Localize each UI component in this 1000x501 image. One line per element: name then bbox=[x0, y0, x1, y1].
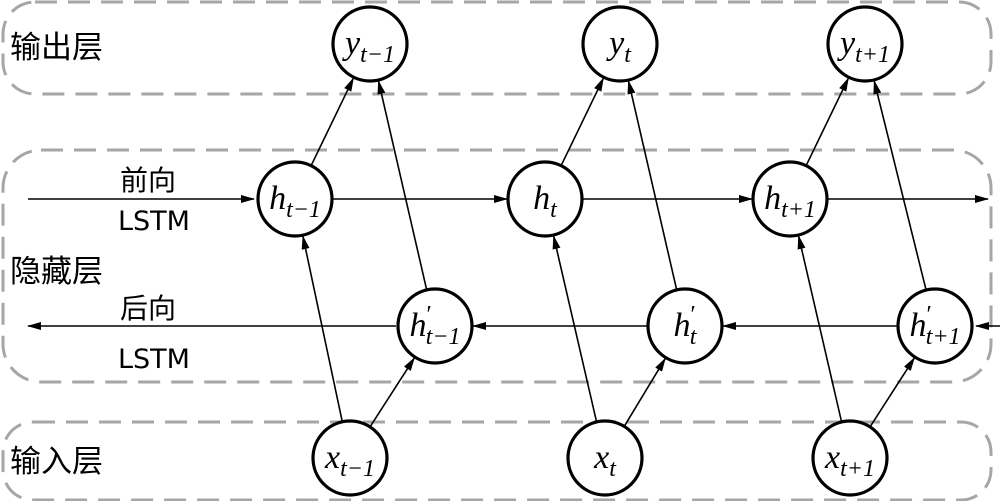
node-circle bbox=[896, 287, 974, 365]
edge-hf-prev-to-y-prev bbox=[310, 77, 355, 167]
node-hb-cur: h′t bbox=[646, 287, 724, 365]
forward-label: 前向 bbox=[120, 164, 176, 197]
node-label: ht+1 bbox=[764, 180, 816, 223]
edge-hf-cur-to-y-cur bbox=[560, 77, 605, 167]
node-x-next: xt+1 bbox=[811, 419, 889, 497]
edge-x-cur-to-hf-cur bbox=[552, 235, 598, 423]
node-circle bbox=[566, 419, 644, 497]
node-base: x bbox=[593, 439, 609, 476]
node-subscript: t+1 bbox=[781, 197, 816, 223]
node-circle bbox=[311, 419, 389, 497]
node-subscript: t+1 bbox=[855, 42, 890, 68]
node-base: h bbox=[909, 307, 926, 344]
node-label: xt−1 bbox=[324, 439, 375, 482]
node-label: h′t bbox=[674, 302, 698, 350]
node-circle bbox=[811, 419, 889, 497]
node-hf-cur: ht bbox=[506, 160, 584, 238]
node-label: h′t−1 bbox=[409, 302, 460, 350]
node-base: y bbox=[837, 25, 856, 62]
node-prime: ′ bbox=[926, 302, 931, 328]
node-subscript: t−1 bbox=[340, 456, 375, 482]
node-base: h bbox=[674, 307, 691, 344]
edge-x-cur-to-hb-cur bbox=[623, 357, 666, 427]
node-hb-prev: h′t−1 bbox=[396, 287, 474, 365]
node-circle bbox=[396, 287, 474, 365]
node-x-prev: xt−1 bbox=[311, 419, 389, 497]
edge-hb-prev-to-y-prev bbox=[377, 80, 428, 291]
edge-hf-next-to-y-next bbox=[805, 77, 850, 167]
node-label: ht bbox=[533, 180, 558, 223]
node-hb-next: h′t+1 bbox=[896, 287, 974, 365]
input-layer-label: 输入层 bbox=[10, 444, 103, 480]
node-hf-prev: ht−1 bbox=[256, 160, 334, 238]
node-circle bbox=[331, 5, 409, 83]
edge-hb-cur-to-y-cur bbox=[627, 80, 678, 291]
node-subscript: t+1 bbox=[926, 324, 961, 350]
node-subscript: t−1 bbox=[360, 42, 395, 68]
node-label: xt+1 bbox=[824, 439, 875, 482]
node-subscript: t bbox=[624, 42, 632, 68]
node-prime: ′ bbox=[691, 302, 696, 328]
node-label: xt bbox=[593, 439, 617, 482]
node-label: yt bbox=[606, 25, 632, 68]
node-subscript: t bbox=[690, 324, 698, 350]
forward-lstm-label: LSTM bbox=[118, 206, 190, 237]
node-label: yt−1 bbox=[342, 25, 395, 68]
node-base: x bbox=[324, 439, 340, 476]
node-circle bbox=[646, 287, 724, 365]
backward-lstm-label: LSTM bbox=[118, 344, 190, 375]
edge-x-prev-to-hb-prev bbox=[369, 357, 416, 428]
node-subscript: t−1 bbox=[286, 197, 321, 223]
node-circle bbox=[581, 5, 659, 83]
node-subscript: t bbox=[609, 456, 617, 482]
backward-label: 后向 bbox=[120, 292, 176, 325]
node-subscript: t−1 bbox=[426, 324, 461, 350]
edge-x-next-to-hf-next bbox=[797, 235, 843, 423]
node-hf-next: ht+1 bbox=[751, 160, 829, 238]
node-prime: ′ bbox=[426, 302, 431, 328]
node-label: ht−1 bbox=[269, 180, 321, 223]
node-label: yt+1 bbox=[837, 25, 890, 68]
output-layer-box bbox=[1, 0, 993, 96]
edge-x-prev-to-hf-prev bbox=[301, 235, 344, 422]
edge-x-next-to-hb-next bbox=[869, 357, 916, 428]
output-layer-label: 输出层 bbox=[10, 30, 103, 66]
input-layer-box bbox=[1, 420, 993, 501]
node-base: x bbox=[824, 439, 840, 476]
node-base: h bbox=[409, 307, 426, 344]
node-circle bbox=[826, 5, 904, 83]
node-base: h bbox=[764, 180, 781, 217]
node-base: h bbox=[269, 180, 286, 217]
node-base: h bbox=[533, 180, 550, 217]
node-circle bbox=[751, 160, 829, 238]
node-y-cur: yt bbox=[581, 5, 659, 83]
node-subscript: t bbox=[550, 197, 558, 223]
node-x-cur: xt bbox=[566, 419, 644, 497]
node-y-prev: yt−1 bbox=[331, 5, 409, 83]
node-circle bbox=[256, 160, 334, 238]
node-subscript: t+1 bbox=[840, 456, 875, 482]
node-circle bbox=[506, 160, 584, 238]
hidden-layer-label: 隐藏层 bbox=[10, 254, 103, 290]
node-label: h′t+1 bbox=[909, 302, 960, 350]
node-base: y bbox=[342, 25, 361, 62]
edge-hb-next-to-y-next bbox=[873, 79, 927, 291]
node-y-next: yt+1 bbox=[826, 5, 904, 83]
node-base: y bbox=[606, 25, 625, 62]
